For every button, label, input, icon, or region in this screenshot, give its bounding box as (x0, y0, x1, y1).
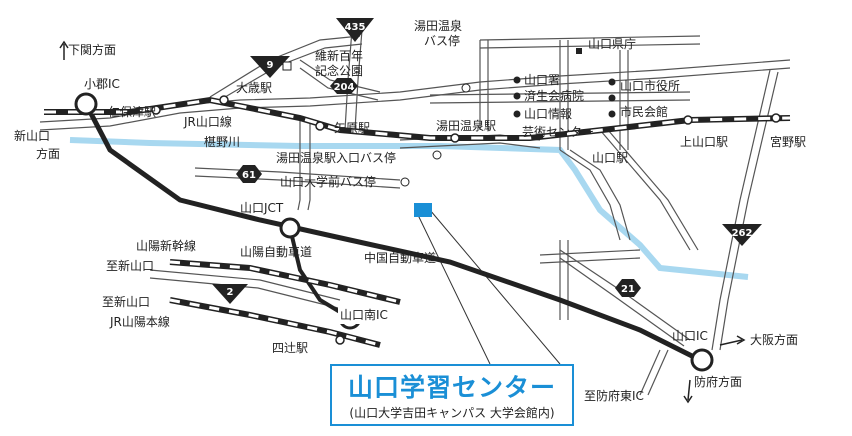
sanyo-expressway-line (288, 227, 352, 320)
label-sanyo-shinkansen: 山陽新幹線 (136, 238, 196, 253)
landmark-dots (513, 76, 616, 118)
route-shield-204: 204 (330, 78, 358, 94)
label-miyano-station: 宮野駅 (770, 134, 806, 149)
route-2-label: 2 (227, 287, 234, 298)
label-yamaguchi-minami-ic: 山口南IC (340, 307, 388, 322)
label-fushino-river: 椹野川 (204, 135, 240, 149)
label-ishin-park-2: 記念公園 (315, 63, 363, 78)
label-ohtoshi-station: 大歳駅 (236, 81, 272, 95)
label-yuda-entrance-bus: 湯田温泉駅入口バス停 (276, 150, 396, 165)
shinkansen-track (169, 259, 401, 305)
label-yamaguchi-pref: 山口県庁 (588, 37, 636, 51)
campus-marker (414, 203, 432, 217)
route-9-label: 9 (267, 60, 274, 71)
pointer-line-2 (417, 214, 491, 365)
route-shield-435: 435 (336, 18, 374, 42)
label-hospital: 済生会病院 (524, 88, 584, 103)
label-yamaguchi-station: 山口駅 (592, 151, 628, 165)
label-yamaguchi-ic: 山口IC (672, 329, 708, 343)
pointer-line (429, 209, 561, 365)
label-hofu: 防府方面 (694, 374, 742, 389)
label-yuda-onsen-station: 湯田温泉駅 (436, 119, 496, 133)
label-to-shinyamaguchi-1: 至新山口 (106, 258, 154, 273)
route-shield-2: 2 (212, 284, 248, 304)
label-yuda-onsen-bus-2: バス停 (424, 33, 460, 48)
jr-sanyo-line-dash (169, 298, 381, 347)
route-shield-262: 262 (722, 224, 762, 246)
route-shield-9: 9 (250, 56, 290, 78)
label-sanyo-expressway: 山陽自動車道 (240, 245, 312, 259)
learning-center-title: 山口学習センター (347, 373, 556, 402)
label-shimonoseki: 下関方面 (68, 42, 116, 57)
learning-center-subtitle: (山口大学吉田キャンパス 大学会館内) (349, 406, 555, 420)
label-jr-sanyo-line: JR山陽本線 (109, 314, 170, 329)
yamaguchi-minami-ic-bg (338, 306, 410, 324)
jr-yamaguchi-line-dash (44, 98, 791, 140)
route-21-label: 21 (621, 284, 635, 295)
label-niho-station: 仁保津駅 (108, 105, 156, 119)
station-markers (151, 95, 781, 345)
route-262-label: 262 (732, 228, 753, 239)
label-shinyamaguchi: 新山口 (14, 128, 50, 143)
route-shield-61: 61 (236, 165, 262, 183)
label-city-office: 山口市役所 (620, 78, 680, 93)
label-ishin-park-1: 維新百年 (315, 48, 363, 63)
label-osaka: 大阪方面 (750, 332, 798, 347)
label-ogori-ic: 小郡IC (84, 77, 120, 91)
label-civic-hall: 市民会館 (620, 104, 668, 119)
label-chugoku-expressway: 中国自動車道 (364, 250, 436, 265)
label-univ-bus: 山口大学前バス停 (280, 174, 376, 189)
label-to-shinyamaguchi-2: 至新山口 (102, 294, 150, 309)
label-info-arts-2: 芸術センター (522, 125, 594, 139)
label-police: 山口署 (524, 73, 560, 87)
label-yamaguchi-jct: 山口JCT (240, 201, 284, 215)
label-to-hofu-east-ic: 至防府東IC (584, 388, 644, 403)
park-marker (282, 61, 292, 71)
label-info-arts-1: 山口情報 (524, 107, 572, 121)
label-homen: 方面 (36, 146, 60, 161)
label-jr-yamaguchi-line: JR山口線 (183, 114, 232, 129)
map-labels: 下関方面 小郡IC 新山口 方面 仁保津駅 JR山口線 椹野川 大歳駅 維新百年… (14, 19, 806, 403)
route-435-label: 435 (345, 22, 366, 33)
bus-stop-markers (400, 83, 471, 187)
learning-center-callout: 山口学習センター (山口大学吉田キャンパス 大学会館内) (330, 364, 574, 426)
route-204-label: 204 (334, 82, 355, 93)
label-yuda-onsen-bus-1: 湯田温泉 (414, 19, 462, 33)
route-shield-21: 21 (615, 279, 641, 297)
route-61-label: 61 (242, 170, 256, 181)
shinkansen-dash (169, 260, 401, 304)
direction-arrows (59, 40, 746, 404)
chugoku-expressway-line (83, 102, 702, 363)
label-yotsutsuji-station: 四辻駅 (272, 341, 308, 355)
label-kamiyamaguchi-station: 上山口駅 (680, 135, 728, 149)
prefecture-marker (576, 48, 582, 54)
fushino-river (69, 137, 749, 280)
label-yahara-station: 矢原駅 (334, 121, 370, 135)
